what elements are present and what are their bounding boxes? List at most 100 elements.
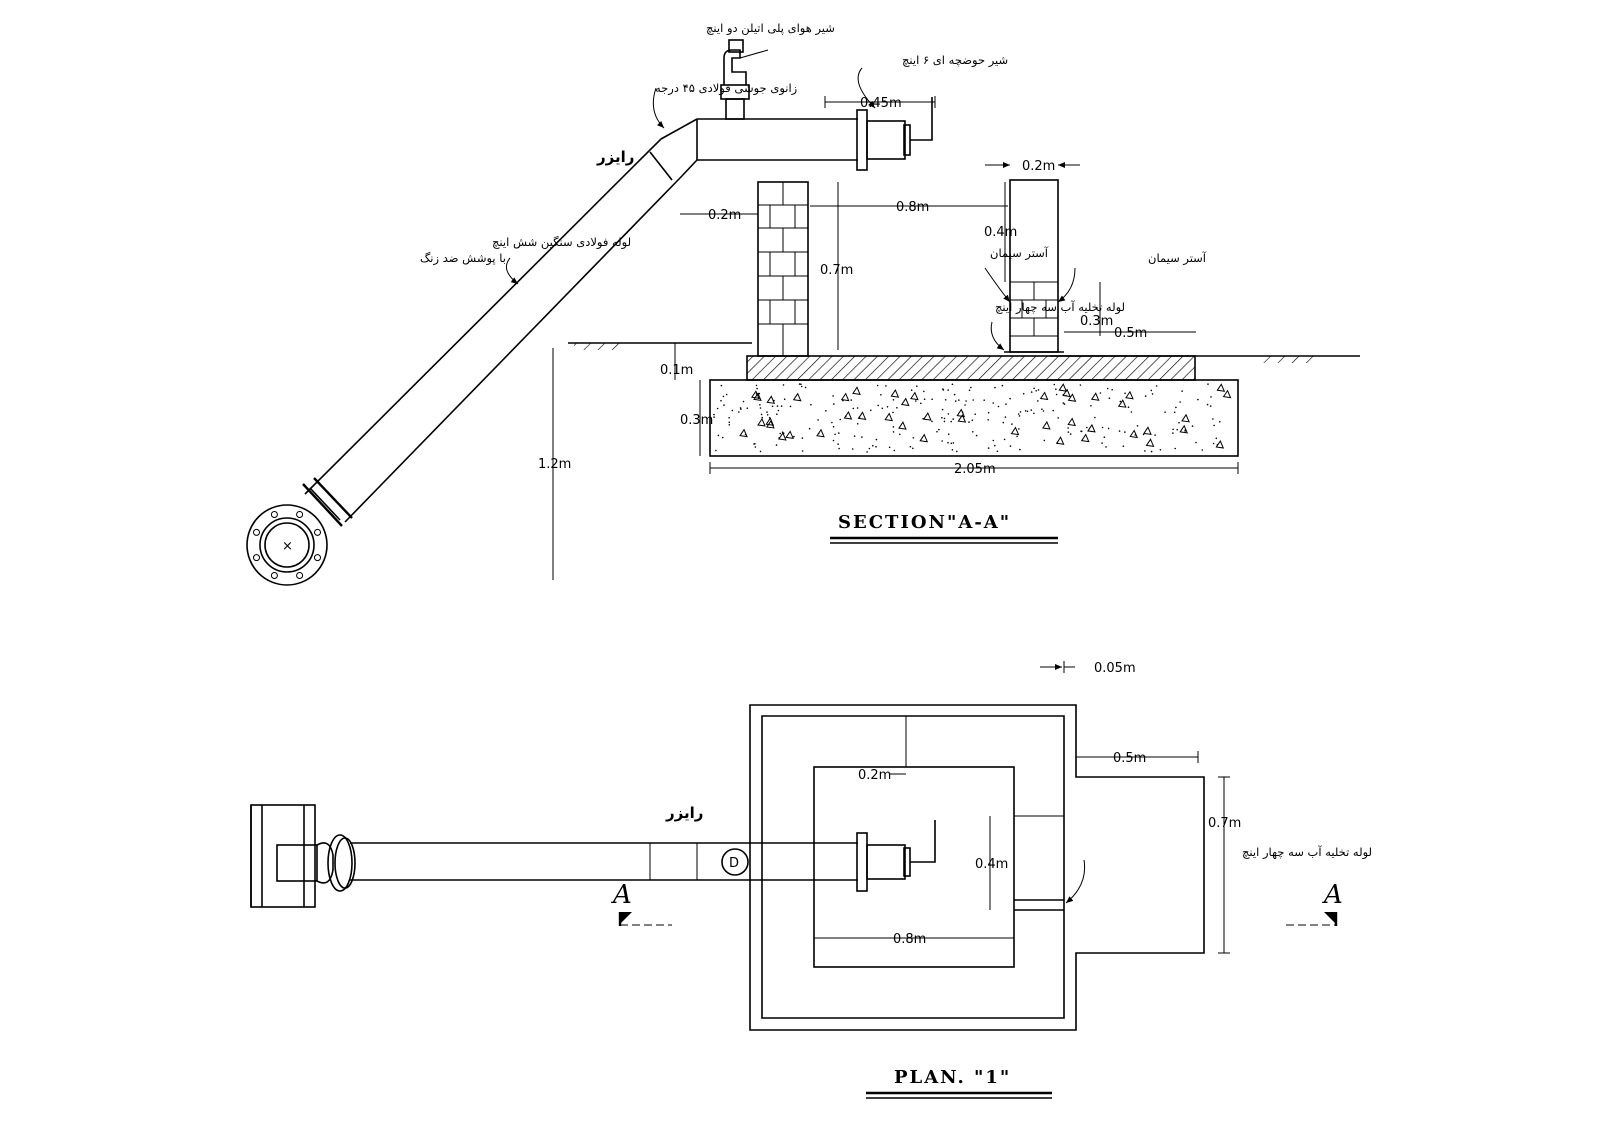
concrete-dot	[881, 407, 884, 410]
label-float-valve: شیر حوضچه ای ۶ اینچ	[902, 53, 1008, 68]
concrete-dot	[739, 407, 742, 409]
concrete-dot	[972, 399, 974, 401]
concrete-dot	[800, 383, 802, 386]
concrete-dot	[971, 419, 974, 422]
concrete-dot	[756, 387, 758, 390]
concrete-dot	[916, 385, 918, 388]
concrete-dot	[870, 409, 872, 412]
label-drain-pipe-plan: لوله تخلیه آب سه چهار اینچ	[1242, 845, 1372, 860]
concrete-dot	[992, 402, 994, 404]
concrete-dot	[723, 404, 725, 406]
concrete-aggregate	[1215, 440, 1225, 449]
concrete-dot	[754, 446, 757, 448]
concrete-dot	[1067, 427, 1069, 429]
concrete-dot	[832, 425, 835, 428]
concrete-dot	[1009, 445, 1012, 447]
concrete-dot	[1197, 398, 1199, 401]
concrete-aggregate	[1067, 417, 1076, 427]
label-steel-pipe-line2: با پوشش ضد زنگ	[420, 251, 506, 266]
dim-03-wall: 0.3m	[1080, 314, 1113, 329]
concrete-dot	[1055, 388, 1057, 391]
concrete-dot	[952, 418, 954, 420]
concrete-dot	[1042, 410, 1045, 412]
concrete-dot	[992, 439, 995, 442]
concrete-dot	[987, 447, 990, 449]
concrete-dot	[851, 448, 854, 450]
concrete-dot	[974, 413, 976, 416]
concrete-dot	[1159, 449, 1162, 451]
concrete-aggregate	[1062, 388, 1071, 398]
concrete-aggregate	[1216, 383, 1226, 392]
concrete-dot	[944, 399, 947, 401]
concrete-dot	[833, 403, 835, 405]
concrete-dot	[779, 432, 781, 435]
concrete-dot	[720, 399, 722, 402]
concrete-dot	[947, 389, 949, 391]
concrete-dot	[941, 416, 943, 419]
concrete-dot	[892, 426, 895, 428]
concrete-dot	[1172, 428, 1174, 431]
concrete-dot	[947, 433, 950, 436]
concrete-aggregate	[1058, 383, 1068, 392]
concrete-dot	[1057, 417, 1059, 419]
label-steel-pipe-line1: لوله فولادی سنگین شش اینچ	[492, 235, 631, 250]
concrete-dot	[780, 405, 783, 407]
concrete-aggregate	[739, 428, 748, 438]
concrete-dot	[951, 383, 954, 386]
plan-title: PLAN. "1"	[894, 1067, 1011, 1088]
concrete-dot	[1219, 420, 1221, 423]
concrete-aggregate	[1129, 429, 1139, 439]
concrete-dot	[1111, 388, 1113, 391]
concrete-aggregate	[852, 386, 861, 395]
concrete-aggregate	[840, 392, 850, 402]
concrete-dot	[1022, 392, 1025, 395]
concrete-dot	[838, 432, 840, 434]
concrete-dot	[1164, 411, 1166, 414]
concrete-dot	[896, 407, 898, 409]
concrete-dot	[1212, 418, 1214, 420]
concrete-dot	[1108, 397, 1111, 400]
concrete-dot	[761, 416, 763, 419]
concrete-aggregate	[1080, 433, 1090, 443]
concrete-aggregate	[792, 392, 802, 402]
concrete-dot	[1210, 396, 1212, 398]
riser-pipe	[302, 97, 933, 527]
concrete-dot	[1209, 405, 1212, 407]
concrete-dot	[800, 385, 803, 388]
concrete-dot	[798, 383, 801, 385]
label-air-valve: شیر هوای پلی اتیلن دو اینچ	[706, 21, 835, 36]
plan-dimension-lines	[814, 661, 1230, 954]
label-plaster-right: آستر سیمان	[1148, 251, 1207, 266]
concrete-dot	[876, 384, 879, 387]
concrete-dot	[1101, 426, 1104, 429]
concrete-aggregate	[890, 389, 900, 398]
concrete-dot	[738, 411, 740, 413]
label-riser-plan: رایزر	[665, 804, 703, 822]
concrete-dot	[777, 409, 780, 412]
concrete-dot	[972, 431, 974, 433]
bolt-hole	[314, 554, 321, 562]
concrete-aggregate	[1181, 413, 1190, 423]
concrete-dot	[852, 407, 855, 410]
concrete-dot	[740, 408, 742, 410]
concrete-dot	[760, 413, 763, 416]
concrete-dot	[1002, 421, 1005, 424]
concrete-dot	[1024, 410, 1027, 412]
concrete-dot	[839, 418, 841, 421]
label-plaster-left: آستر سیمان	[990, 246, 1049, 261]
concrete-aggregate	[1067, 393, 1077, 402]
concrete-dot	[892, 431, 895, 433]
concrete-dot	[1175, 406, 1177, 409]
concrete-dot	[965, 400, 967, 402]
concrete-dot	[947, 441, 949, 444]
concrete-dot	[1201, 449, 1204, 451]
concrete-dot	[856, 423, 859, 425]
concrete-dot	[804, 386, 807, 389]
dim-01: 0.1m	[660, 363, 693, 378]
concrete-dot	[834, 433, 836, 436]
dim-04: 0.4m	[984, 225, 1017, 240]
concrete-dot	[755, 384, 758, 387]
concrete-dot	[1004, 416, 1007, 418]
slab	[746, 355, 1196, 381]
concrete-dot	[1124, 392, 1126, 395]
